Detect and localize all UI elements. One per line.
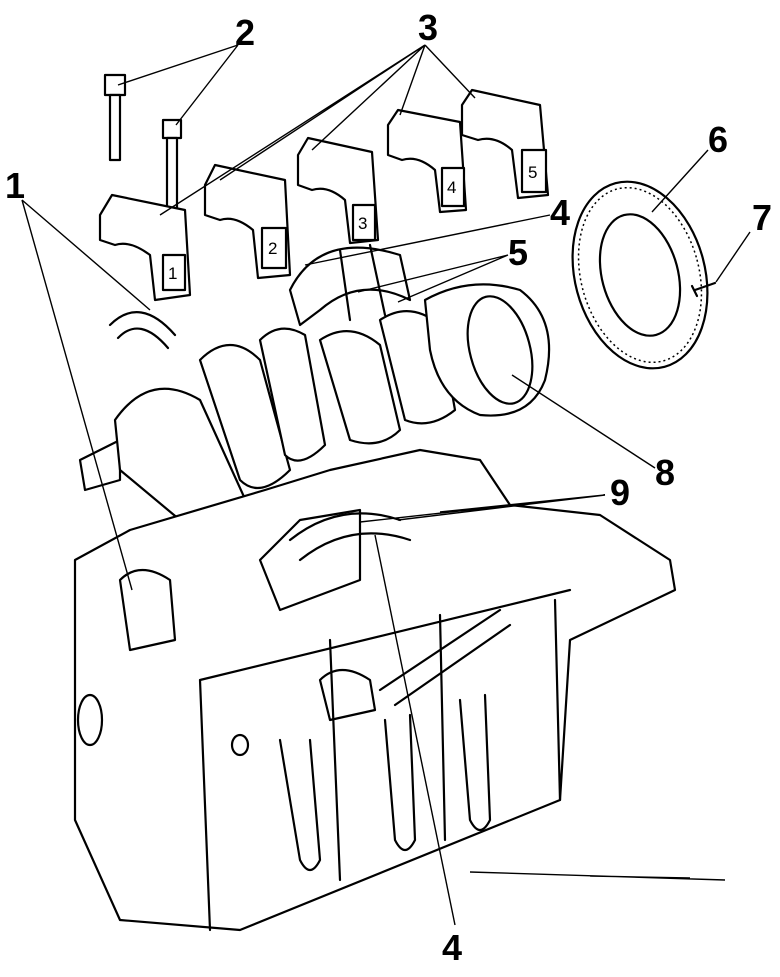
cap-number: 3 — [358, 214, 367, 233]
leader-lines — [21, 44, 751, 926]
thrust-bearing — [338, 243, 387, 322]
bearing-cap-1: 1 — [98, 193, 192, 302]
cap-number: 2 — [268, 239, 277, 258]
callout-9: 9 — [610, 472, 630, 513]
bearing-cap-5: 5 — [460, 88, 550, 200]
callout-4-bottom: 4 — [442, 927, 462, 968]
callout-4: 4 — [550, 192, 570, 233]
callout-1: 1 — [5, 165, 25, 206]
flywheel-ring — [571, 180, 709, 370]
callout-3: 3 — [418, 7, 438, 48]
callout-6: 6 — [708, 119, 728, 160]
cap-number: 5 — [528, 163, 537, 182]
flywheel-bolt — [690, 281, 717, 298]
callout-7: 7 — [752, 197, 772, 238]
callout-5: 5 — [508, 232, 528, 273]
engine-block — [73, 448, 726, 932]
bearing-shell — [108, 311, 177, 350]
cap-number: 4 — [447, 178, 456, 197]
callout-2: 2 — [235, 12, 255, 53]
thrust-bearing — [288, 246, 412, 327]
crankshaft — [78, 283, 551, 532]
bearing-cap-4: 4 — [386, 108, 468, 214]
cap-number: 1 — [168, 264, 177, 283]
cap-bolt — [103, 73, 127, 162]
bearing-cap-2: 2 — [203, 163, 292, 280]
callout-8: 8 — [655, 452, 675, 493]
bearing-cap-3: 3 — [296, 136, 380, 245]
